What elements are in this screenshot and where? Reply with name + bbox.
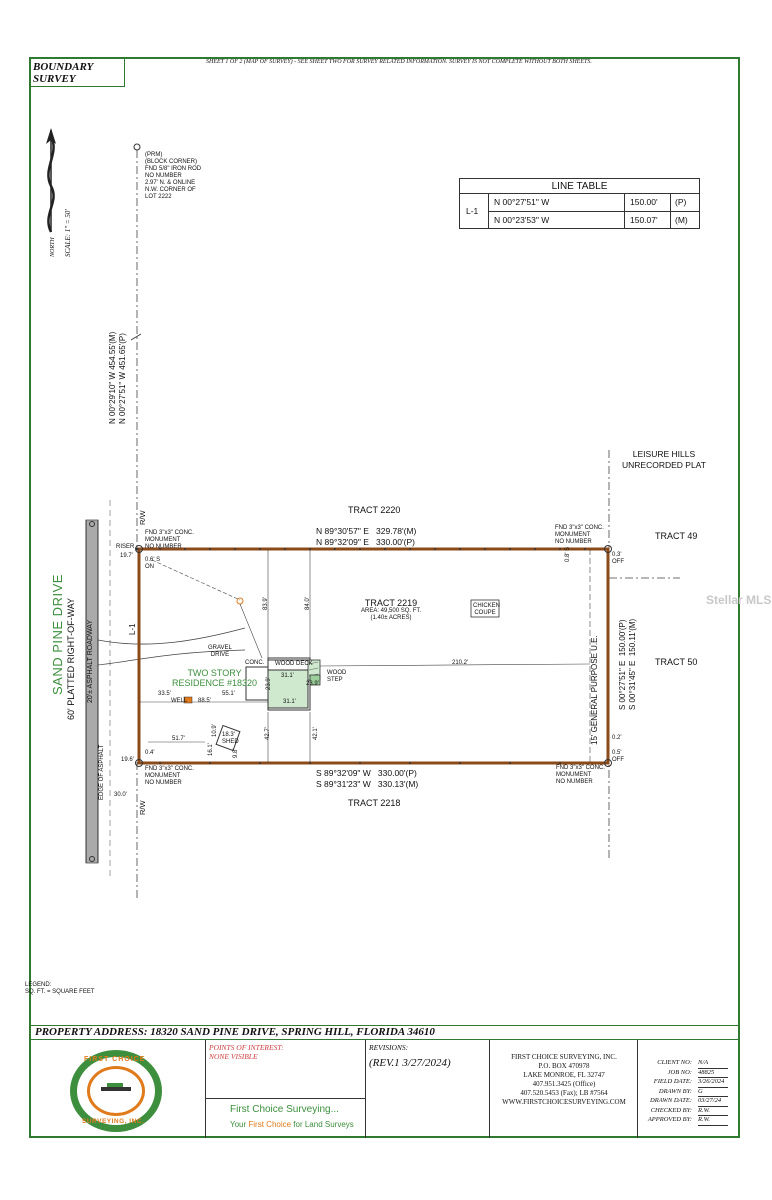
l1-label: L-1 bbox=[128, 623, 137, 635]
poi-title: POINTS OF INTEREST: bbox=[209, 1043, 284, 1052]
title-line2: SURVEY bbox=[33, 73, 76, 85]
dim-42-1: 42.1' bbox=[313, 727, 319, 740]
conc-label: CONC. bbox=[245, 660, 265, 666]
sheet-border bbox=[29, 57, 740, 1138]
dim-0-6: 0.6' S bbox=[145, 557, 161, 563]
dim-88-5: 88.5' bbox=[198, 698, 211, 704]
line-table-type-1: (P) bbox=[675, 197, 687, 207]
road-name: SAND PINE DRIVE bbox=[50, 574, 65, 695]
north-arrow-icon bbox=[46, 128, 56, 233]
line-table-title: LINE TABLE bbox=[551, 181, 608, 192]
line-table-bearing-2: N 00°23'53" W bbox=[494, 215, 550, 225]
dim-23-9a: 23.9' bbox=[266, 677, 272, 690]
dim-0-3: 0.3' OFF bbox=[612, 552, 624, 565]
property-address: PROPERTY ADDRESS: 18320 SAND PINE DRIVE,… bbox=[29, 1025, 740, 1040]
title-line1: BOUNDARY bbox=[33, 61, 94, 73]
parcel-label: TRACT 2219 AREA: 49,500 SQ. FT. (1.40± A… bbox=[361, 598, 422, 621]
south-line-p: S 89°32'09" W 330.00'(P) bbox=[316, 768, 417, 778]
company-logo-icon bbox=[70, 1050, 162, 1132]
dim-23-9b: 23.9' bbox=[306, 681, 319, 687]
dim-19-6: 19.6' bbox=[121, 757, 134, 763]
dim-10-9: 10.9' bbox=[212, 724, 218, 737]
dim-55-1: 55.1' bbox=[222, 691, 235, 697]
dim-84-0: 84.0' bbox=[305, 597, 311, 610]
line-table-distance-2: 150.07' bbox=[630, 215, 658, 225]
east-line-p: S 00°27'51" E 150.00'(P) bbox=[618, 619, 627, 710]
tract-east-top: TRACT 49 bbox=[655, 531, 698, 541]
road-row: 60' PLATTED RIGHT-OF-WAY bbox=[66, 597, 76, 720]
logo-bottom-text: SURVEYING, INC. bbox=[82, 1118, 145, 1125]
sheet-note: SHEET 1 OF 2 (MAP OF SURVEY) - SEE SHEET… bbox=[206, 59, 592, 65]
dim-16-1: 16.1' bbox=[208, 743, 214, 756]
dim-on: ON bbox=[145, 564, 154, 570]
road-edge: EDGE OF ASPHALT bbox=[99, 744, 105, 800]
riser-label: RISER bbox=[116, 544, 135, 550]
rw-top: R/W bbox=[138, 510, 147, 525]
dim-33-5: 33.5' bbox=[158, 691, 171, 697]
line-table-id: L-1 bbox=[466, 206, 479, 216]
south-line-m: S 89°31'23" W 330.13'(M) bbox=[316, 779, 419, 789]
logo-top-text: FIRST CHOICE bbox=[84, 1056, 146, 1063]
dim-0-8: 0.8' S bbox=[565, 546, 571, 562]
dim-30-0: 30.0' bbox=[114, 792, 127, 798]
job-info: CLIENT NO:N/A JOB NO:48825 FIELD DATE:3/… bbox=[640, 1059, 728, 1126]
north-line-m: N 89°30'57" E 329.78'(M) bbox=[316, 526, 417, 536]
dim-0-2: 0.2' bbox=[612, 735, 622, 741]
line-table: LINE TABLE L-1 N 00°27'51" W 150.00' (P)… bbox=[459, 178, 700, 229]
dim-19-7: 19.7' bbox=[120, 553, 133, 559]
legend: LEGEND:SQ. FT. = SQUARE FEET bbox=[25, 982, 95, 995]
dim-0-4: 0.4' bbox=[145, 750, 155, 756]
shed-label: 18.3'SHED bbox=[222, 732, 239, 745]
dim-83-9: 83.9' bbox=[263, 597, 269, 610]
survey-drawing bbox=[85, 143, 680, 900]
dim-210-2: 210.2' bbox=[452, 660, 469, 666]
north-line-p: N 89°32'09" E 330.00'(P) bbox=[316, 537, 415, 547]
tract-south: TRACT 2218 bbox=[348, 798, 401, 808]
watermark: Stellar MLS bbox=[706, 593, 772, 607]
east-line-m: S 00°31'45" E 150.11'(M) bbox=[628, 618, 637, 710]
road-asphalt: 20'± ASPHALT ROADWAY bbox=[87, 619, 94, 703]
dim-42-7: 42.7' bbox=[265, 727, 271, 740]
prm-note: (PRM)(BLOCK CORNER)FND 5/8" IRON ROD NO … bbox=[145, 152, 202, 200]
well-label: WELL bbox=[171, 698, 188, 704]
rw-bottom: R/W bbox=[138, 800, 147, 815]
brand-line2: Your First Choice for Land Surveys bbox=[230, 1120, 354, 1129]
revisions-title: REVISIONS: bbox=[369, 1043, 409, 1052]
dim-51-7: 51.7' bbox=[172, 736, 185, 742]
revisions-value: (REV.1 3/27/2024) bbox=[369, 1057, 451, 1069]
dim-31-1b: 31.1' bbox=[283, 699, 296, 705]
tract-east-mid: TRACT 50 bbox=[655, 657, 698, 667]
poi-value: NONE VISIBLE bbox=[209, 1052, 258, 1061]
pue-label: 15' GENERAL PURPOSE U.E. bbox=[590, 635, 599, 745]
dim-9-8: 9.8' bbox=[233, 748, 239, 759]
line-table-type-2: (M) bbox=[675, 215, 688, 225]
title-block bbox=[29, 1040, 740, 1138]
company-info: FIRST CHOICE SURVEYING, INC. P.O. BOX 47… bbox=[502, 1053, 626, 1106]
brand-line1: First Choice Surveying... bbox=[230, 1104, 339, 1115]
deck-label: WOOD DECK bbox=[275, 661, 313, 667]
dim-0-5: 0.5' OFF bbox=[612, 750, 624, 763]
title-box: BOUNDARY SURVEY bbox=[29, 57, 125, 87]
line-table-bearing-1: N 00°27'51" W bbox=[494, 197, 550, 207]
line-table-distance-1: 150.00' bbox=[630, 197, 658, 207]
tract-north: TRACT 2220 bbox=[348, 505, 401, 515]
dim-31-1a: 31.1' bbox=[281, 673, 294, 679]
